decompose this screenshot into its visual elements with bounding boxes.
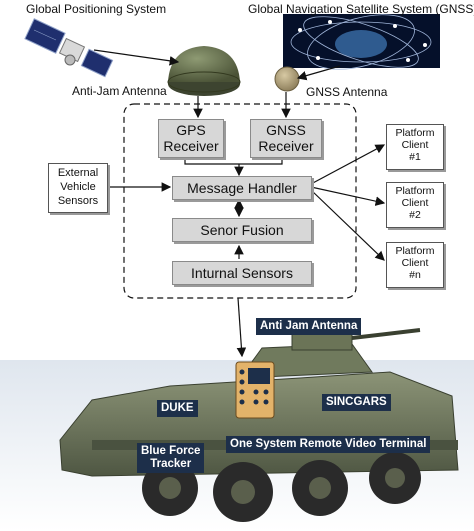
gps-satellite-image — [24, 18, 114, 78]
line-gnss-receiver-merge — [239, 156, 283, 165]
system-boundary — [123, 103, 357, 299]
client-n-line-2: Client — [401, 257, 429, 269]
platform-client-2-box: Platform Client #2 — [386, 182, 444, 228]
callout-bft-line-2: Tracker — [150, 458, 192, 470]
client-1-line-3: #1 — [409, 151, 421, 163]
client-n-line-1: Platform — [395, 245, 435, 257]
arrow-to-client-n — [310, 189, 385, 261]
gnss-receiver-line-2: Receiver — [258, 138, 314, 154]
callout-bft-line-1: Blue Force — [141, 445, 201, 457]
platform-client-1-box: Platform Client #1 — [386, 124, 444, 170]
internal-sensors-label: Inturnal Sensors — [191, 265, 293, 281]
client-n-line-3: #n — [409, 269, 421, 281]
internal-sensors-box: Inturnal Sensors — [172, 261, 312, 285]
client-1-line-1: Platform — [395, 127, 435, 139]
gnss-antenna-label: GNSS Antenna — [306, 85, 388, 99]
gps-receiver-line-2: Receiver — [163, 138, 219, 154]
client-2-line-1: Platform — [395, 185, 435, 197]
arrow-to-client-2 — [310, 186, 386, 206]
external-sensors-box: External Vehicle Sensors — [48, 163, 108, 213]
gnss-title: Global Navigation Satellite System (GNSS… — [248, 2, 474, 16]
gnss-receiver-box: GNSS Receiver — [250, 119, 322, 158]
external-sensors-line-2: Vehicle — [60, 181, 96, 193]
client-2-line-2: Client — [401, 197, 429, 209]
callout-duke: DUKE — [157, 400, 198, 417]
external-sensors-line-3: Sensors — [57, 195, 99, 207]
external-sensors-line-1: External — [57, 167, 99, 179]
line-gps-receiver-merge — [184, 156, 239, 165]
gps-receiver-line-1: GPS — [176, 122, 206, 138]
sensor-fusion-label: Senor Fusion — [200, 222, 284, 238]
callout-blue-force-tracker: Blue Force Tracker — [137, 443, 205, 473]
arrow-to-vehicle — [236, 297, 247, 358]
gps-title: Global Positioning System — [26, 2, 167, 16]
gnss-constellation-image — [283, 14, 440, 70]
gnss-antenna-image — [274, 66, 300, 92]
anti-jam-antenna-label: Anti-Jam Antenna — [72, 84, 167, 98]
client-2-line-3: #2 — [409, 209, 421, 221]
arrow-to-client-1 — [310, 144, 386, 185]
arrow-gnss-to-antenna — [296, 65, 341, 81]
callout-anti-jam-antenna: Anti Jam Antenna — [256, 318, 362, 335]
anti-jam-antenna-image — [167, 46, 241, 96]
message-handler-box: Message Handler — [172, 176, 312, 200]
client-1-line-2: Client — [401, 139, 429, 151]
gnss-receiver-line-1: GNSS — [266, 122, 306, 138]
message-handler-label: Message Handler — [187, 180, 297, 196]
platform-client-n-box: Platform Client #n — [386, 242, 444, 288]
callout-sincgars: SINCGARS — [322, 394, 391, 411]
arrow-gps-to-antenna — [93, 49, 180, 66]
callout-osrvt: One System Remote Video Terminal — [226, 436, 431, 453]
gps-receiver-box: GPS Receiver — [158, 119, 224, 158]
armored-vehicle-image — [0, 328, 474, 531]
sensor-fusion-box: Senor Fusion — [172, 218, 312, 242]
